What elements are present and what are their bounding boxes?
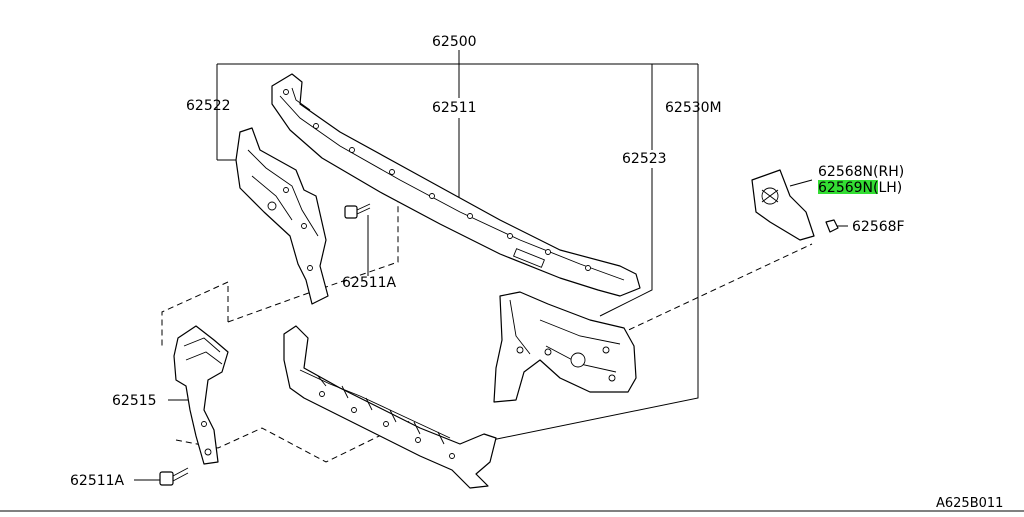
label-62511a-lower: 62511A <box>70 473 125 489</box>
clip-fastener <box>825 219 839 233</box>
label-62568n-part: 62568N(RH) <box>818 164 904 180</box>
label-62511a-upper: 62511A <box>342 275 397 291</box>
label-62523: 62523 <box>622 151 667 167</box>
upper-support-bar <box>271 73 641 297</box>
air-deflector <box>751 169 815 241</box>
label-62522: 62522 <box>186 98 231 114</box>
leader-lines <box>134 50 848 481</box>
dashed-reference-lines <box>161 188 813 463</box>
part-number-highlight <box>818 180 878 194</box>
bolt-lower <box>159 467 189 486</box>
figure-code: A625B011 <box>936 496 1003 511</box>
bolt-upper <box>344 203 371 219</box>
hood-lock-stay <box>173 325 229 465</box>
label-62515: 62515 <box>112 393 157 409</box>
lower-support-bar <box>283 325 497 489</box>
label-62530m: 62530M <box>665 100 722 116</box>
left-side-bracket <box>235 127 329 305</box>
label-62568f: 62568F <box>852 219 905 235</box>
callout-labels: 62500 62511 62522 62530M 62523 62568N(RH… <box>70 34 1003 511</box>
label-62500: 62500 <box>432 34 477 50</box>
label-62569n-part: 62569N(LH) <box>818 180 902 196</box>
label-62511: 62511 <box>432 100 477 116</box>
right-side-bracket <box>493 291 637 403</box>
